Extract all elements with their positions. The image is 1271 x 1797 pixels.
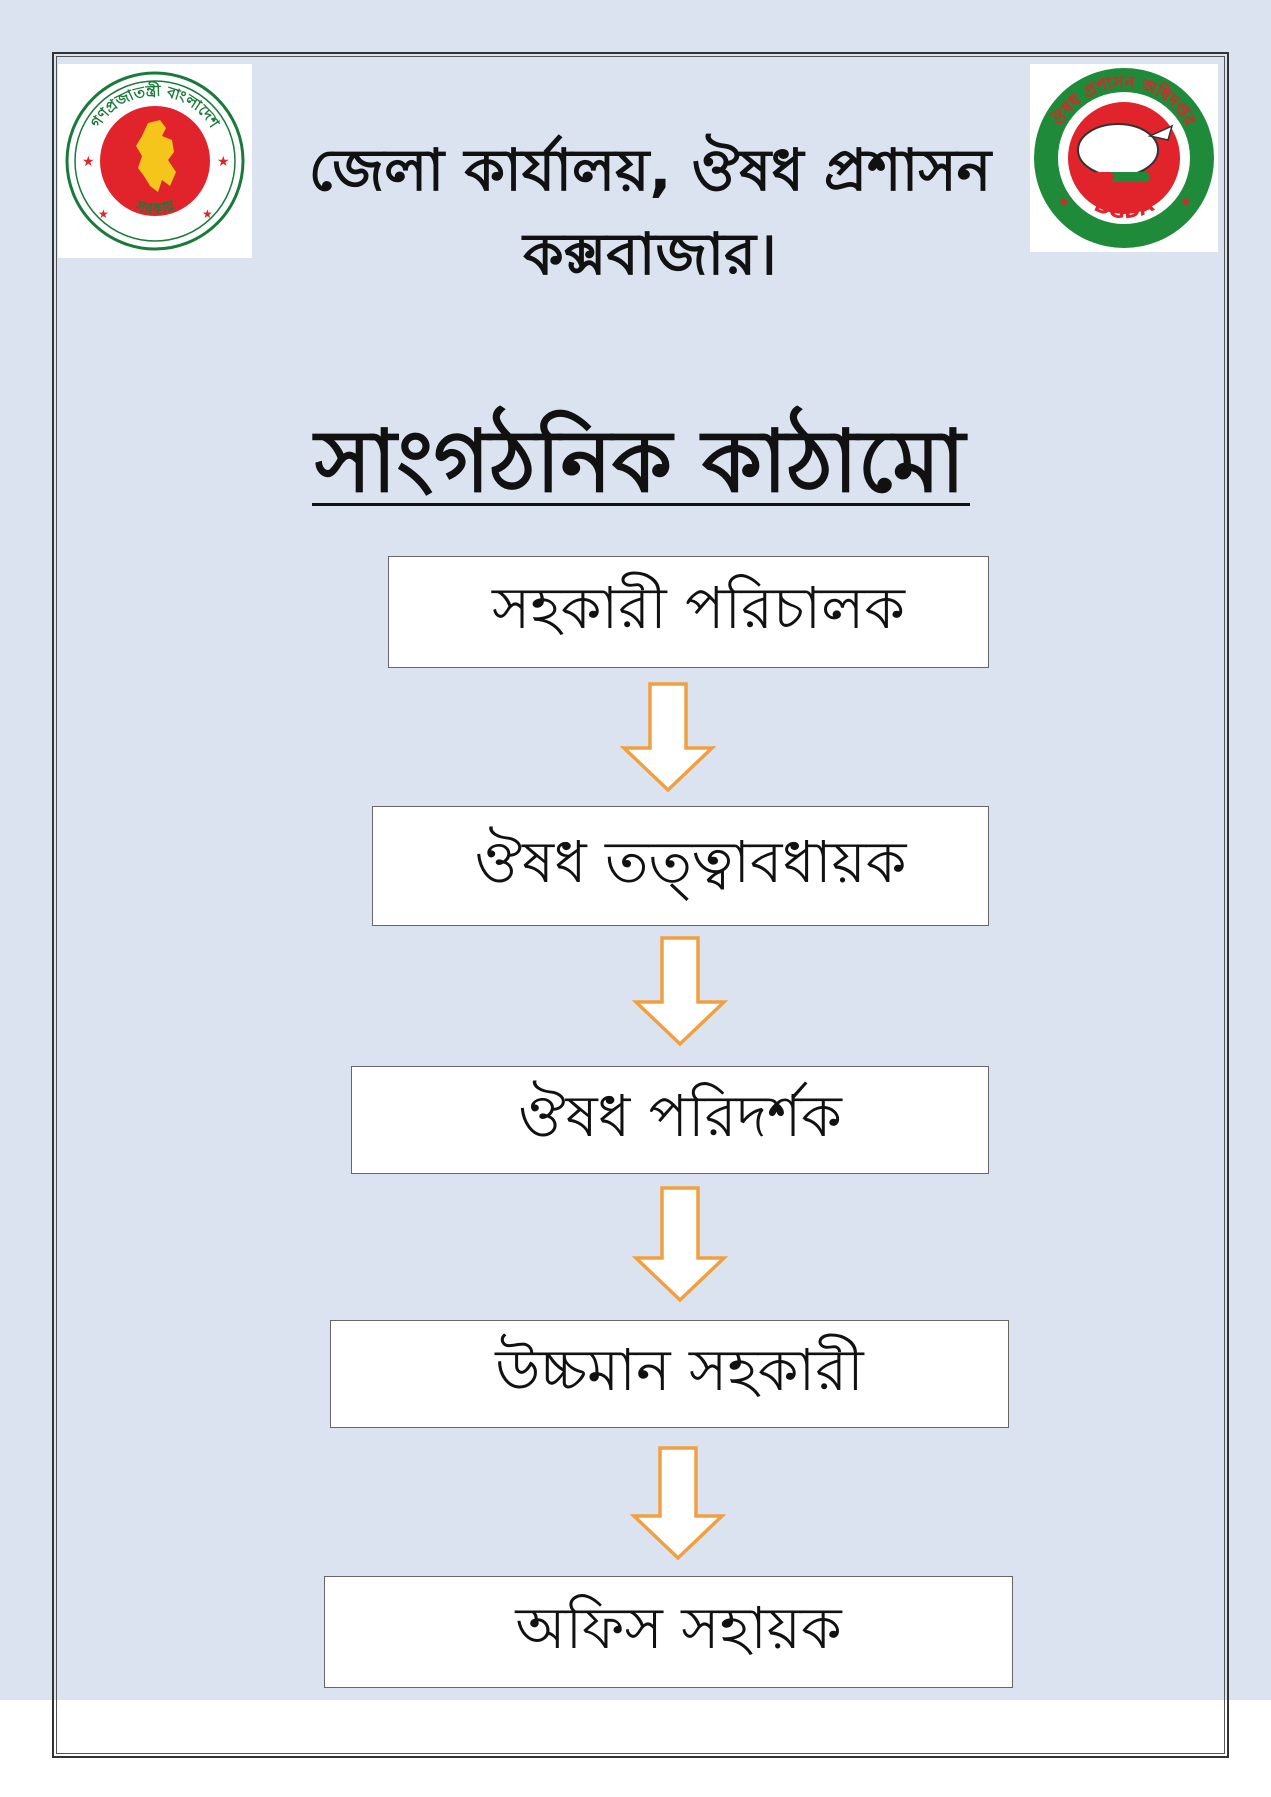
office-header-title: জেলা কার্যালয়, ঔষধ প্রশাসন কক্সবাজার।: [280, 128, 1020, 296]
arrow-down-icon: [632, 936, 728, 1047]
hierarchy-box-office-assistant: অফিস সহায়ক: [324, 1576, 1013, 1688]
organogram-title: সাংগঠনিক কাঠামো: [314, 412, 966, 512]
svg-text:★: ★: [202, 207, 213, 221]
office-location: কক্সবাজার।: [523, 220, 777, 288]
page-frame: [52, 52, 1229, 1758]
hierarchy-label: সহকারী পরিচালক: [492, 573, 905, 642]
bangladesh-government-seal-logo: গণপ্রজাতন্ত্রী বাংলাদেশ সরকার ★ ★ ★ ★: [58, 64, 252, 258]
svg-text:সরকার: সরকার: [133, 196, 178, 218]
office-name: জেলা কার্যালয়, ঔষধ প্রশাসন: [308, 136, 992, 204]
hierarchy-label: ঔষধ পরিদর্শক: [518, 1081, 842, 1150]
hierarchy-label: ঔষধ তত্ত্বাবধায়ক: [474, 827, 907, 896]
hierarchy-label: উচ্চমান সহকারী: [495, 1335, 864, 1404]
hierarchy-box-drug-superintendent: ঔষধ তত্ত্বাবধায়ক: [372, 806, 989, 926]
arrow-down-icon: [630, 1446, 726, 1561]
bangladesh-seal-icon: গণপ্রজাতন্ত্রী বাংলাদেশ সরকার ★ ★ ★ ★: [65, 71, 245, 251]
svg-text:★: ★: [1058, 195, 1070, 210]
svg-text:★: ★: [217, 154, 230, 170]
svg-text:★: ★: [1180, 195, 1192, 210]
svg-text:★: ★: [98, 207, 109, 221]
svg-text:★: ★: [82, 154, 95, 170]
seal-bottom-text: সরকার: [133, 196, 178, 218]
arrow-down-icon: [620, 682, 716, 793]
arrow-down-icon: [632, 1186, 728, 1303]
hierarchy-label: অফিস সহায়ক: [515, 1593, 842, 1662]
page-frame-inner: [56, 56, 1225, 1754]
hierarchy-box-drug-inspector: ঔষধ পরিদর্শক: [351, 1066, 989, 1174]
title-underline: [312, 503, 970, 506]
dgda-seal-icon: ঔষধ প্রশাসন অধিদপ্তর DGDA ★ ★: [1034, 68, 1214, 248]
dgda-seal-logo: ঔষধ প্রশাসন অধিদপ্তর DGDA ★ ★: [1030, 64, 1218, 252]
hierarchy-box-upper-division-assistant: উচ্চমান সহকারী: [330, 1320, 1009, 1428]
hierarchy-box-assistant-director: সহকারী পরিচালক: [388, 556, 989, 668]
